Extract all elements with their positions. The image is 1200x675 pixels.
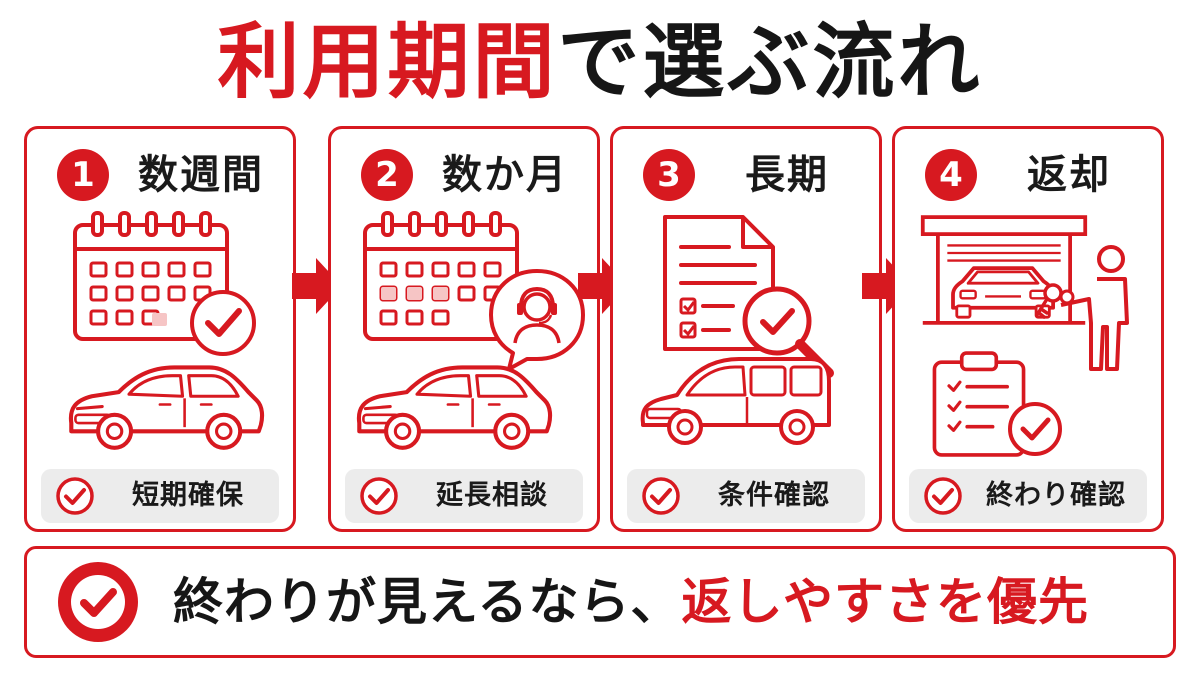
summary-text: 終わりが見えるなら、返しやすさを優先 xyxy=(173,549,1153,655)
step-title: 長期 xyxy=(745,152,829,198)
step-illustration xyxy=(33,211,289,457)
step-title: 返却 xyxy=(1027,152,1111,198)
step-illustration xyxy=(337,211,585,457)
check-badge-icon xyxy=(58,562,138,642)
step-badge-label: 条件確認 xyxy=(718,480,830,511)
check-circle-icon xyxy=(56,477,94,515)
step-card-2: 2 数か月 延長相談 xyxy=(328,126,600,532)
step-title: 数か月 xyxy=(442,152,568,198)
step-header: 4 返却 xyxy=(895,147,1161,203)
step-badge: 終わり確認 xyxy=(909,469,1147,523)
check-circle-icon xyxy=(924,477,962,515)
summary-text-highlight: 返しやすさを優先 xyxy=(681,573,1089,631)
step-number-badge: 4 xyxy=(925,149,977,201)
step-badge-label: 短期確保 xyxy=(132,480,244,511)
step-title: 数週間 xyxy=(138,152,264,198)
step-header: 3 長期 xyxy=(613,147,879,203)
step-card-4: 4 返却 終わり確認 xyxy=(892,126,1164,532)
step-illustration xyxy=(920,215,1129,457)
summary-text-main: 終わりが見えるなら、 xyxy=(173,573,682,631)
step-badge-label: 終わり確認 xyxy=(986,480,1126,511)
step-header: 2 数か月 xyxy=(331,147,597,203)
car-hatchback-icon xyxy=(71,367,262,447)
page-title: 利用期間で選ぶ流れ xyxy=(0,8,1200,118)
step-badge-label: 延長相談 xyxy=(436,480,548,511)
step-number-badge: 2 xyxy=(361,149,413,201)
step-header: 1 数週間 xyxy=(27,147,293,203)
step-card-3: 3 長期 条件確認 xyxy=(610,126,882,532)
step-badge: 短期確保 xyxy=(41,469,279,523)
step-number-badge: 3 xyxy=(643,149,695,201)
step-badge: 条件確認 xyxy=(627,469,865,523)
car-sedan-icon xyxy=(359,367,550,447)
check-circle-icon xyxy=(360,477,398,515)
garage-car-icon xyxy=(920,215,1088,325)
clipboard-check-icon xyxy=(932,351,1026,457)
step-illustration xyxy=(640,215,875,445)
title-rest: で選ぶ流れ xyxy=(557,15,983,110)
step-badge: 延長相談 xyxy=(345,469,583,523)
check-circle-icon xyxy=(642,477,680,515)
car-minivan-icon xyxy=(640,357,831,445)
step-number-badge: 1 xyxy=(57,149,109,201)
title-highlight: 利用期間 xyxy=(217,15,558,110)
check-circle-icon xyxy=(190,290,256,356)
summary-banner: 終わりが見えるなら、返しやすさを優先 xyxy=(24,546,1176,658)
operator-headset-icon xyxy=(489,269,585,371)
step-card-1: 1 数週間 短期確保 xyxy=(24,126,296,532)
